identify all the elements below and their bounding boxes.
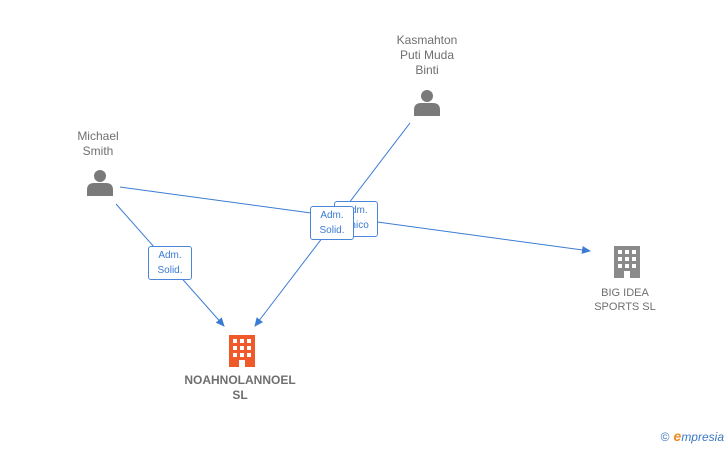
badge-line: Unico: [343, 220, 369, 231]
person-icon[interactable]: [414, 90, 440, 116]
badge-line: Adm.: [320, 210, 344, 221]
person-name-line: Kasmahton: [396, 33, 458, 47]
person-name-line: Puti Muda: [399, 48, 455, 62]
badge-line: Solid.: [157, 265, 183, 276]
person-name-line: Smith: [82, 144, 114, 158]
person-label-kasmahton[interactable]: Kasmahton Puti Muda Binti: [377, 33, 477, 78]
company-name-line: SL: [232, 388, 248, 402]
company-name-line: NOAHNOLANNOEL: [184, 373, 296, 387]
brand-name: mpresia: [681, 430, 724, 444]
company-label-main[interactable]: NOAHNOLANNOEL SL: [170, 373, 310, 403]
company-label-bigidea[interactable]: BIG IDEA SPORTS SL: [575, 286, 675, 314]
person-icon[interactable]: [87, 170, 113, 196]
edge-badge-adm-solid-michael[interactable]: Adm. Solid.: [148, 246, 192, 280]
person-label-michael[interactable]: Michael Smith: [58, 129, 138, 159]
edge-badge-adm-solid-kasmahton[interactable]: Adm. Solid.: [310, 206, 354, 240]
building-icon[interactable]: [229, 335, 255, 367]
person-name-line: Michael: [77, 129, 119, 143]
company-name-line: SPORTS SL: [594, 301, 656, 313]
building-icon[interactable]: [614, 246, 640, 278]
badge-line: Solid.: [319, 225, 345, 236]
badge-line: Adm.: [158, 250, 182, 261]
brand-initial: e: [673, 428, 682, 444]
company-name-line: BIG IDEA: [601, 287, 649, 299]
copyright-symbol: ©: [660, 430, 670, 444]
badge-line: Adm.: [344, 205, 368, 216]
empresia-watermark: ©empresia: [661, 428, 724, 444]
person-name-line: Binti: [415, 63, 439, 77]
